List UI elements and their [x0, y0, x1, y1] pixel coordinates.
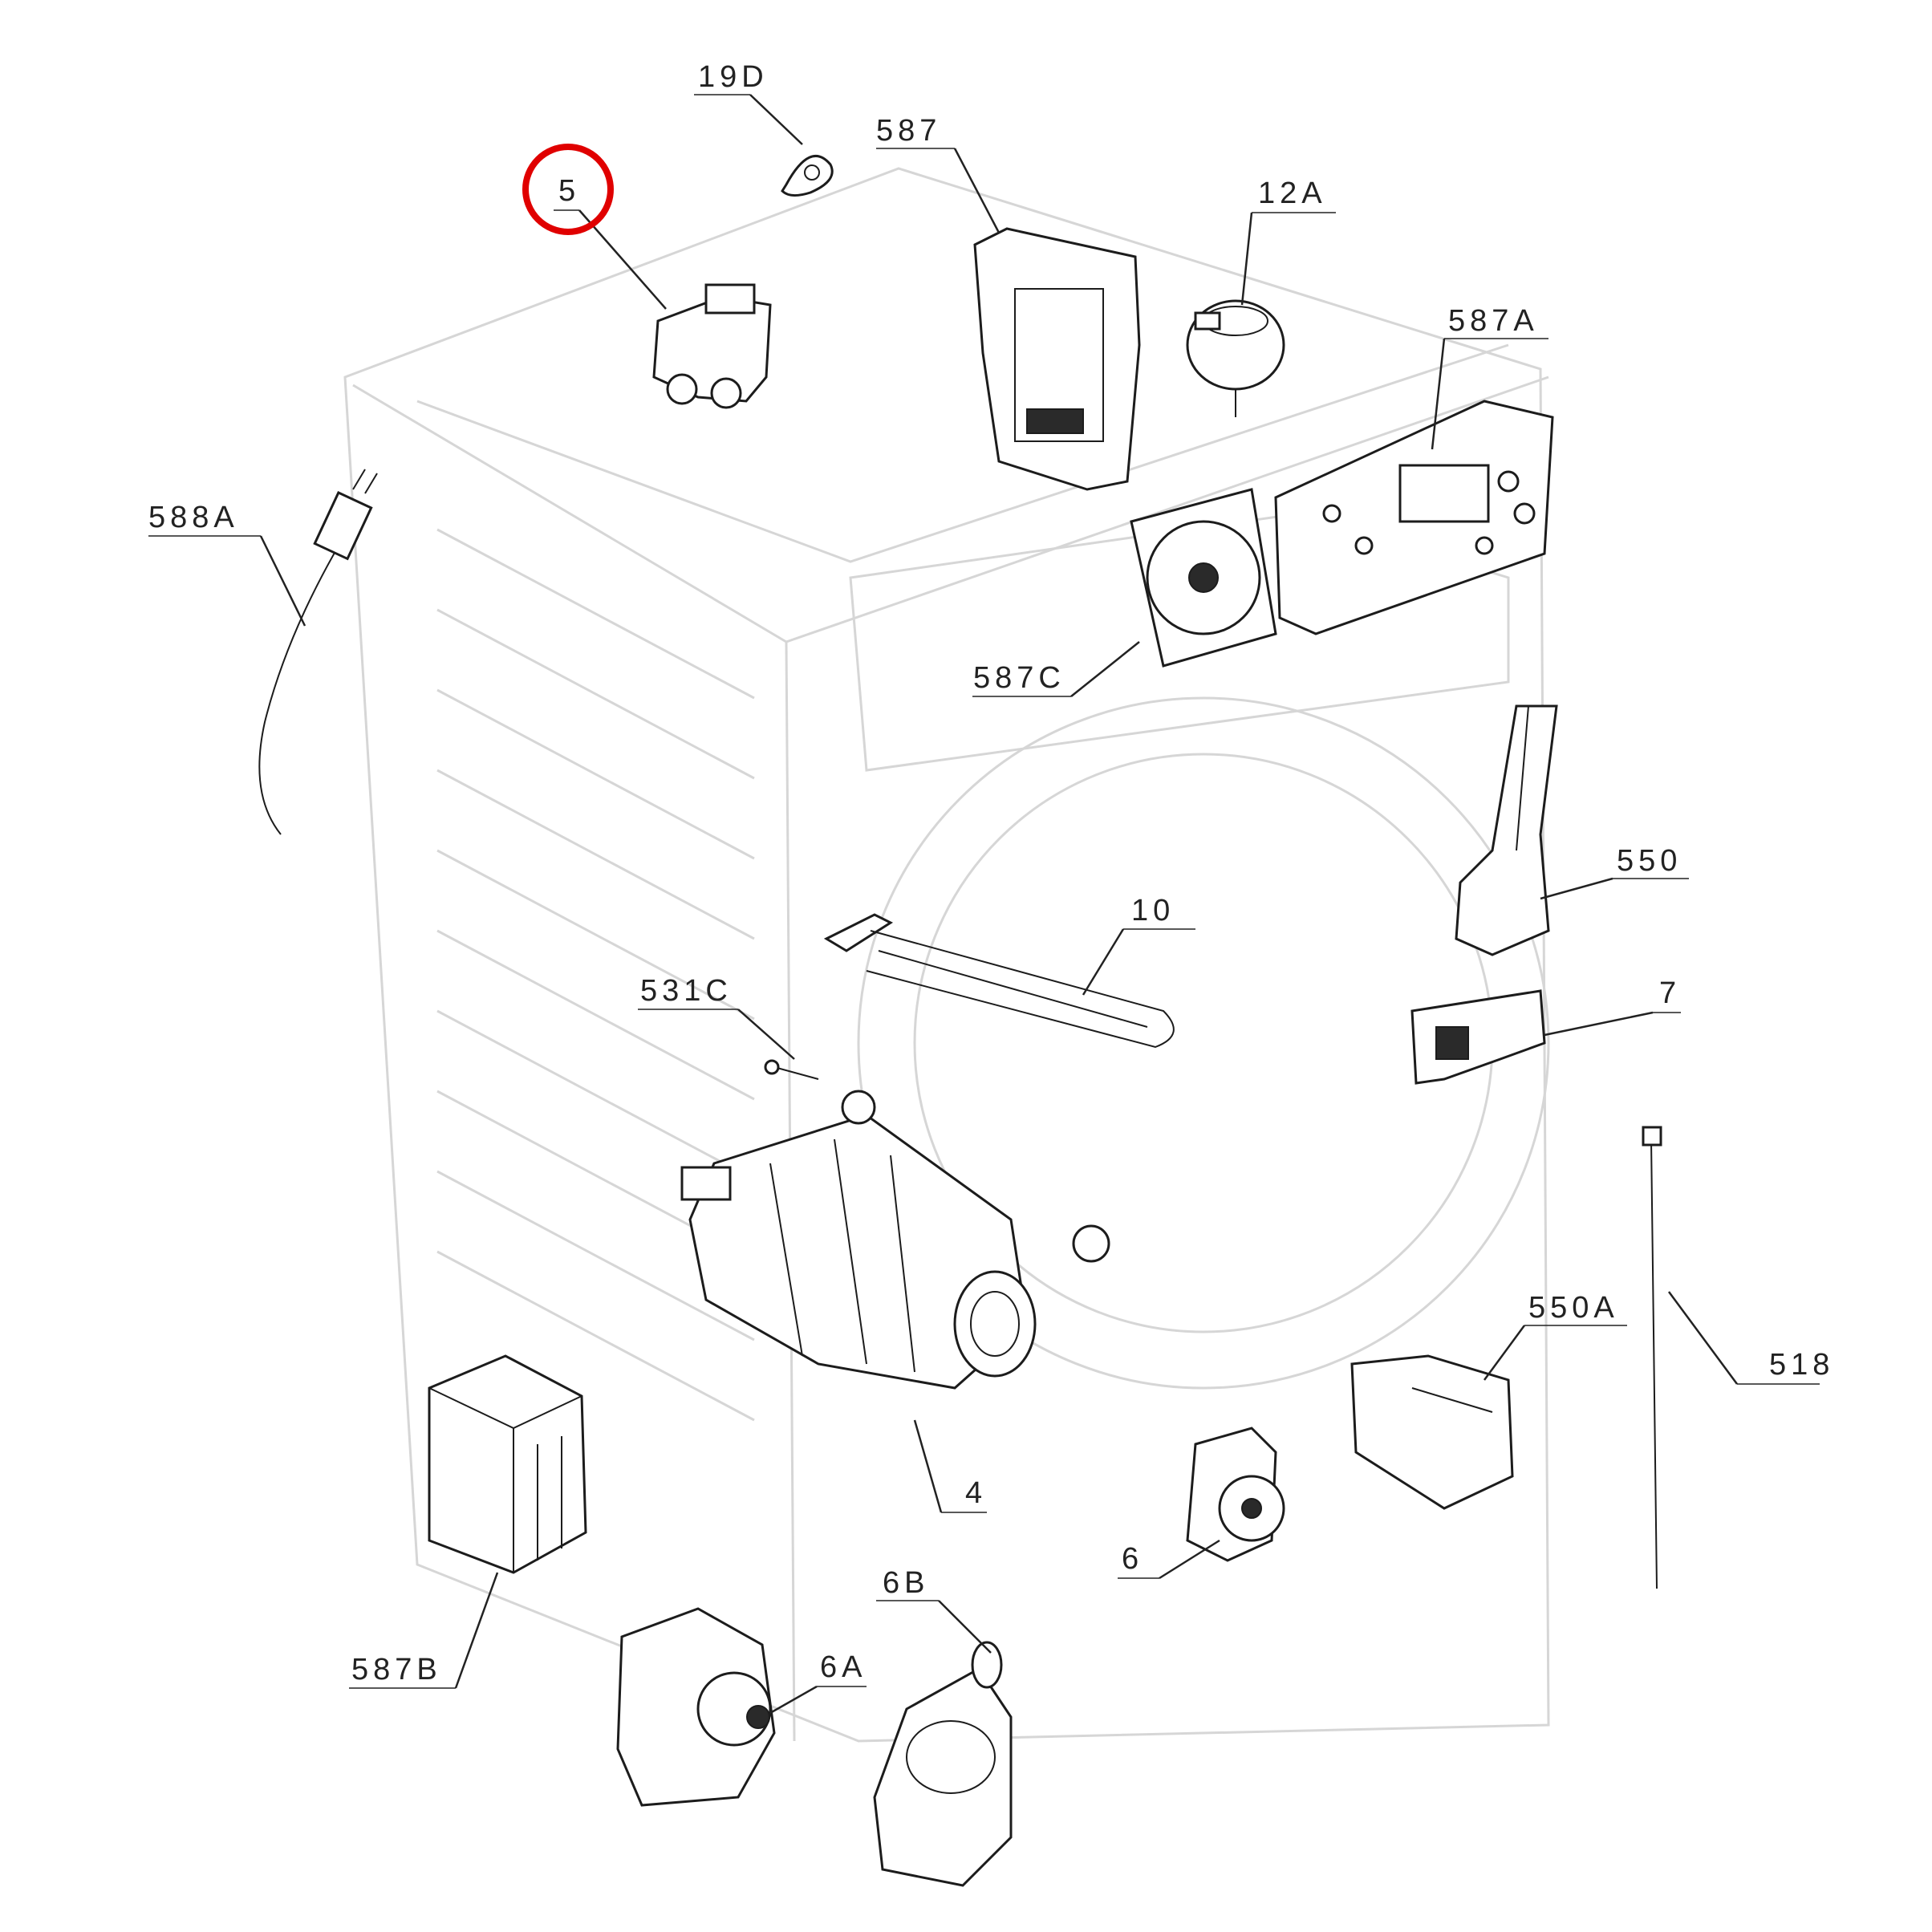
- callout-leader-6a: [769, 1685, 818, 1715]
- part-4-motor: [680, 1090, 1110, 1390]
- callout-leader-6b: [938, 1600, 992, 1654]
- callout-label-587a: 587A: [1448, 304, 1539, 338]
- callout-label-550: 550: [1617, 844, 1682, 878]
- part-5-inlet-valve: [652, 283, 772, 409]
- callout-label-5: 5: [558, 174, 580, 208]
- callout-leader-550: [1540, 877, 1613, 900]
- callout-leader-531c: [737, 1009, 795, 1060]
- part-6a-drain-pump: [616, 1607, 776, 1807]
- part-587-main-board: [973, 227, 1141, 491]
- highlight-circle: [522, 144, 614, 235]
- callout-label-518: 518: [1769, 1348, 1834, 1382]
- part-587a-control-board: [1274, 400, 1554, 635]
- part-550a-cover: [1350, 1354, 1514, 1510]
- callout-leader-518: [1667, 1291, 1739, 1385]
- callout-label-7: 7: [1659, 976, 1681, 1010]
- part-19d-clip: [781, 155, 834, 197]
- callout-leader-19d: [749, 94, 803, 145]
- callout-label-531c: 531C: [640, 974, 733, 1008]
- callout-label-19d: 19D: [698, 60, 769, 94]
- callout-label-6a: 6A: [820, 1650, 867, 1684]
- callout-leader-550a: [1483, 1325, 1526, 1381]
- part-518-rod: [1642, 1126, 1662, 1589]
- callout-leader-12a: [1240, 212, 1253, 306]
- callout-leader-4: [913, 1419, 943, 1513]
- part-6b-pump-housing: [873, 1641, 1013, 1887]
- callout-leader-588a: [259, 535, 306, 627]
- part-10-heater-element: [823, 913, 1175, 1049]
- part-587c-selector-board: [1130, 488, 1277, 668]
- part-587b-module: [428, 1354, 587, 1574]
- callout-leader-587: [953, 148, 1000, 233]
- callout-leader-587b: [454, 1572, 499, 1689]
- callout-label-10: 10: [1131, 894, 1175, 927]
- callout-label-550a: 550A: [1528, 1291, 1619, 1325]
- part-6-drain-pump-motor: [1186, 1427, 1285, 1562]
- callout-labels: 19D 587 5 12A 587A 588A 587C 550 10 531C 7 518 550A 4…: [148, 60, 1834, 1686]
- callout-leader-587a: [1431, 338, 1446, 450]
- part-7-door-lock: [1410, 989, 1546, 1085]
- callout-label-4: 4: [965, 1476, 987, 1510]
- part-588a-power-cord: [258, 469, 378, 835]
- callout-label-6b: 6B: [883, 1566, 929, 1600]
- callout-leader-6: [1159, 1539, 1220, 1580]
- part-12a-pressure-switch: [1186, 299, 1285, 417]
- part-531c-screw: [764, 1059, 819, 1080]
- callout-leader-7: [1544, 1011, 1654, 1037]
- callout-label-587b: 587B: [351, 1653, 442, 1686]
- callout-label-588a: 588A: [148, 501, 239, 534]
- callout-label-587: 587: [876, 114, 941, 148]
- callout-leader-587c: [1070, 641, 1140, 697]
- cabinet-ghost-outline: [343, 167, 1550, 1743]
- callout-leader-10: [1082, 928, 1125, 996]
- callout-label-6: 6: [1122, 1542, 1143, 1576]
- callout-label-12a: 12A: [1258, 177, 1327, 210]
- callout-leaders: [148, 94, 1820, 1715]
- part-550-door-wiring: [1455, 704, 1558, 956]
- callout-label-587c: 587C: [973, 661, 1065, 695]
